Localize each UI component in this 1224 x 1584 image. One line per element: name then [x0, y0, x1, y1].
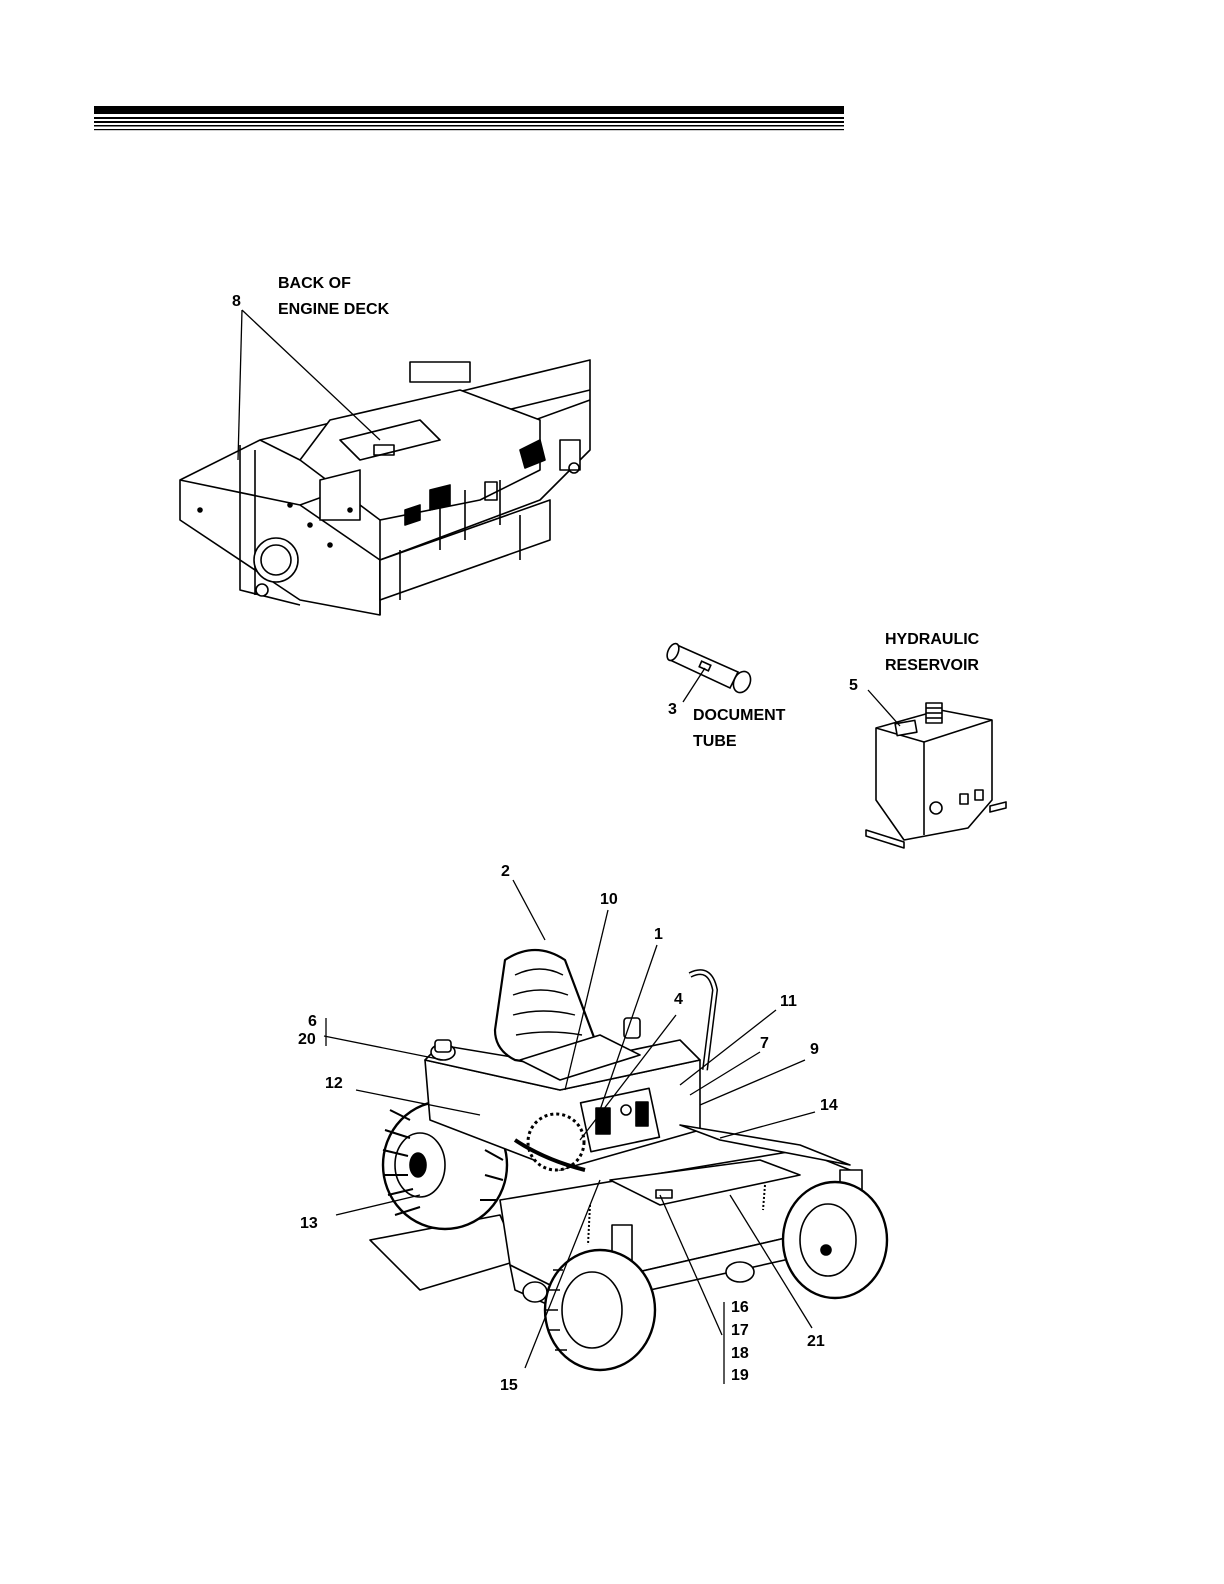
callout-1: 1 — [654, 925, 663, 945]
caption-document-tube-line1: DOCUMENT — [693, 706, 785, 726]
zero-turn-mower-drawing — [370, 950, 887, 1370]
caption-hydraulic-reservoir-line1: HYDRAULIC — [885, 630, 979, 650]
callout-3: 3 — [668, 700, 677, 720]
callout-14: 14 — [820, 1096, 838, 1116]
engine-deck-drawing — [180, 360, 590, 615]
callout-21: 21 — [807, 1332, 825, 1352]
caption-back-of-engine-deck-line2: ENGINE DECK — [278, 300, 389, 320]
callout-11: 11 — [780, 992, 797, 1012]
callout-15: 15 — [500, 1376, 518, 1396]
callout-7: 7 — [760, 1034, 769, 1054]
document-tube-drawing — [665, 642, 754, 702]
callout-10: 10 — [600, 890, 618, 910]
caption-hydraulic-reservoir-line2: RESERVOIR — [885, 656, 979, 676]
caption-document-tube-line2: TUBE — [693, 732, 737, 752]
callout-13: 13 — [300, 1214, 318, 1234]
callout-8: 8 — [232, 292, 241, 312]
callout-4: 4 — [674, 990, 683, 1010]
callout-2: 2 — [501, 862, 510, 882]
callout-5: 5 — [849, 676, 858, 696]
hydraulic-reservoir-drawing — [866, 690, 1006, 848]
caption-back-of-engine-deck-line1: BACK OF — [278, 274, 351, 294]
callout-19: 19 — [731, 1366, 749, 1386]
header-rule — [94, 106, 844, 130]
callout-12: 12 — [325, 1074, 343, 1094]
callout-9: 9 — [810, 1040, 819, 1060]
callout-6: 6 — [308, 1012, 317, 1032]
callout-18: 18 — [731, 1344, 749, 1364]
callout-16: 16 — [731, 1298, 749, 1318]
callout-17: 17 — [731, 1321, 749, 1341]
callout-20: 20 — [298, 1030, 316, 1050]
